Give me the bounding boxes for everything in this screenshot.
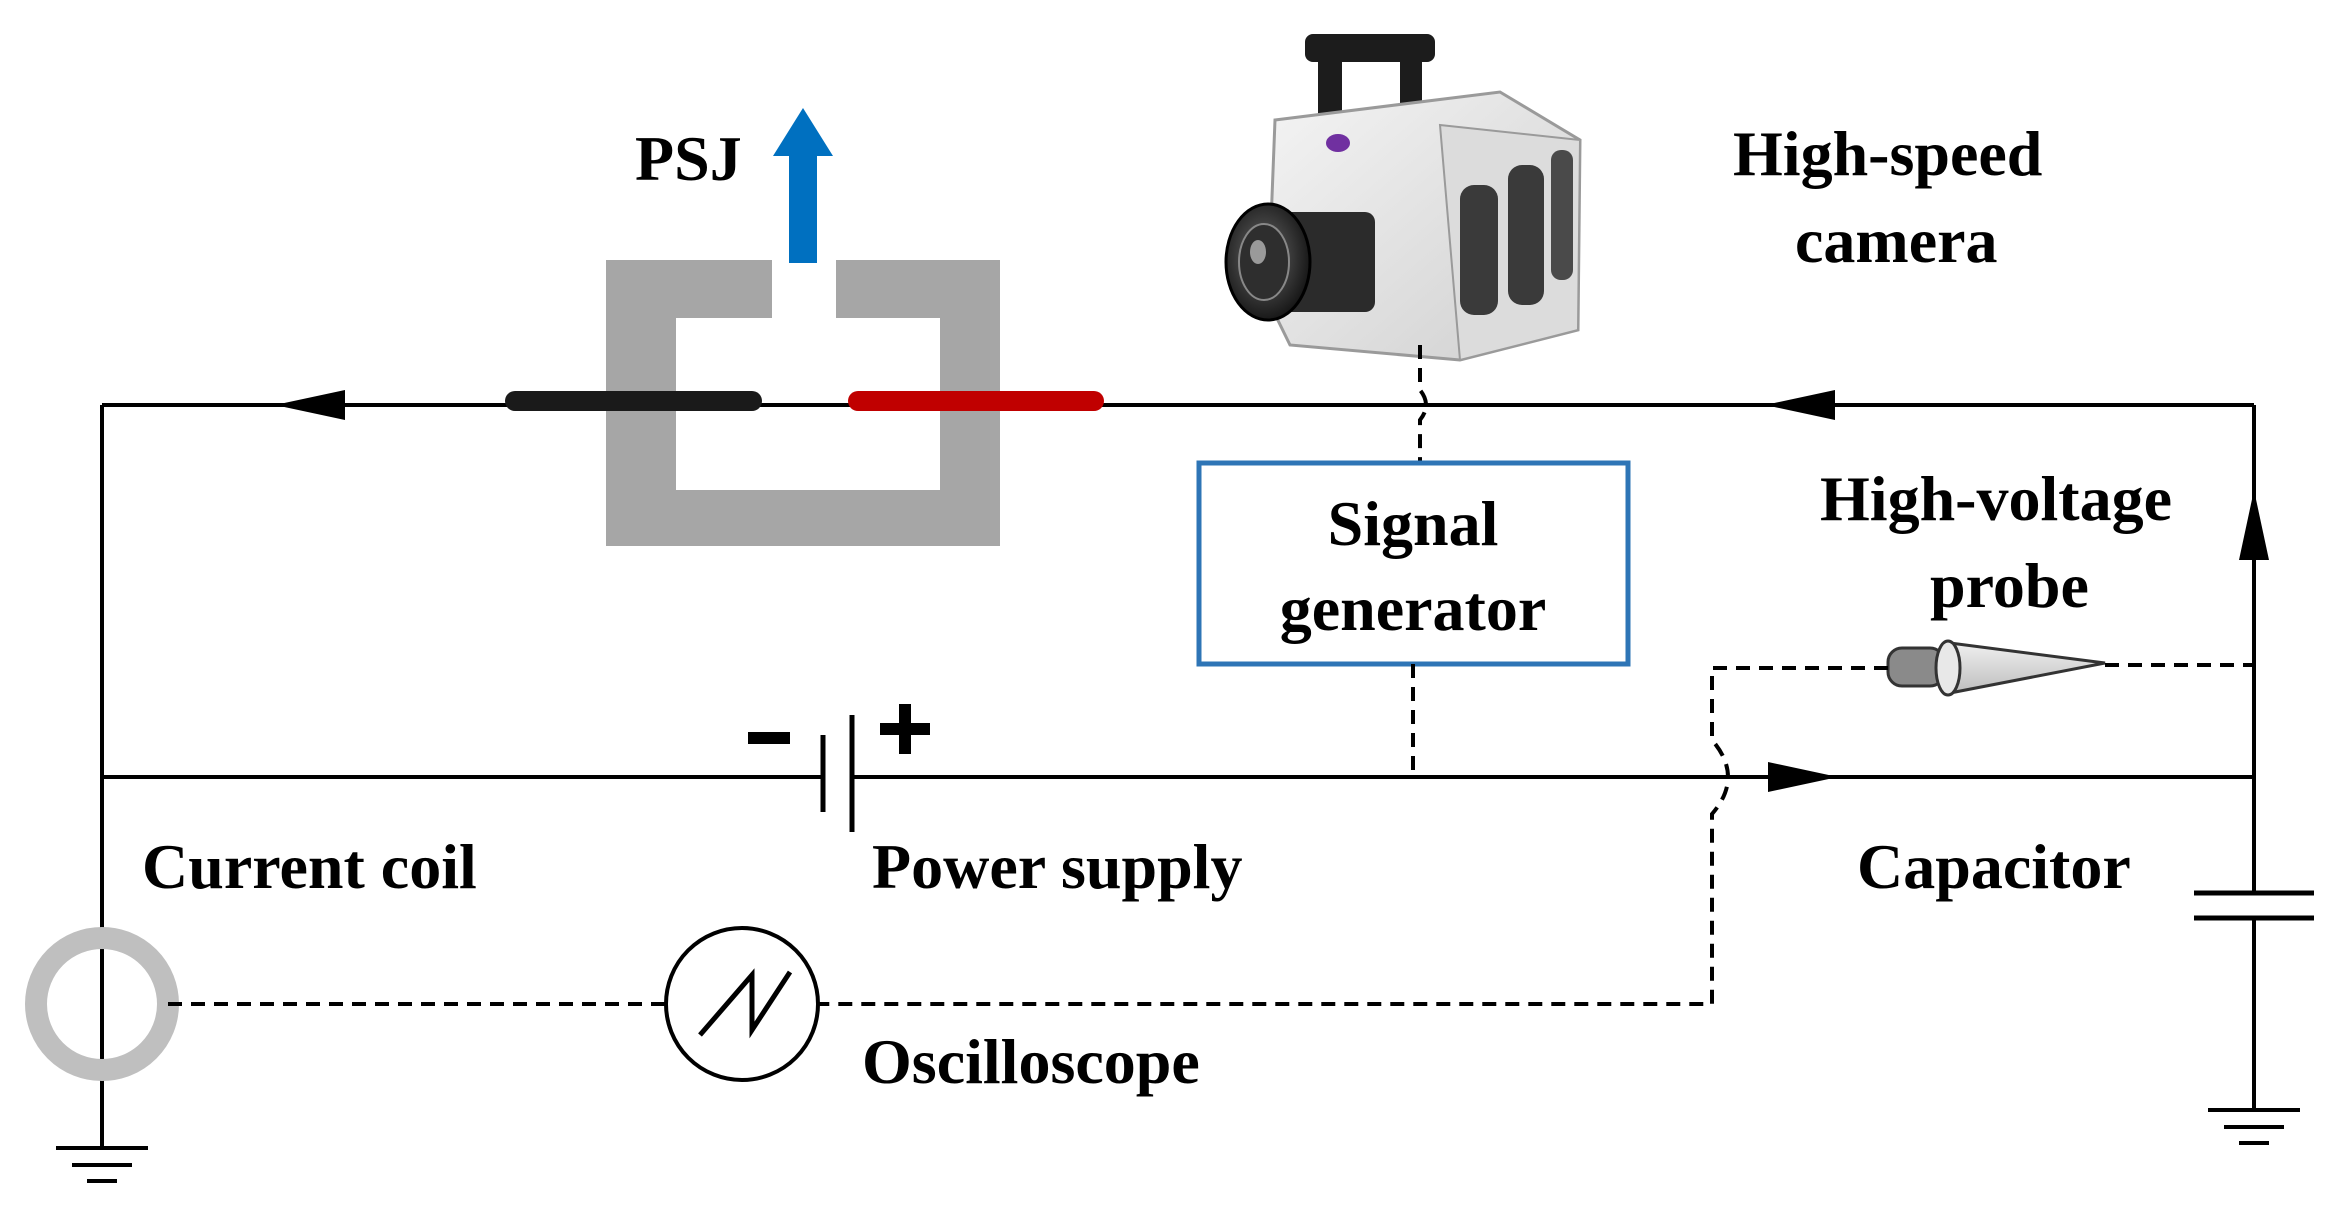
arrow-right-icon [1768, 762, 1838, 792]
psj-label: PSJ [635, 123, 742, 194]
signal-label-line2: generator [1280, 573, 1547, 644]
arrow-left-icon [275, 390, 345, 420]
oscilloscope-label: Oscilloscope [862, 1026, 1200, 1097]
voltage-probe-icon [1886, 639, 2106, 697]
signal-label-line1: Signal [1328, 488, 1499, 559]
probe-to-oscilloscope-link [700, 666, 1888, 1006]
battery-icon [748, 704, 930, 832]
oscilloscope-icon [664, 926, 820, 1082]
probe-label-line2: probe [1930, 550, 2089, 621]
capacitor-label: Capacitor [1857, 831, 2131, 902]
power-supply-label: Power supply [872, 831, 1242, 902]
current-coil-label: Current coil [142, 831, 477, 902]
current-arrows [275, 390, 2269, 792]
capacitor-icon [2194, 890, 2314, 921]
camera-label-line1: High-speed [1733, 118, 2042, 189]
actuator-body [606, 260, 1000, 546]
ground-icon [56, 1146, 148, 1183]
arrow-up-icon [2239, 490, 2269, 560]
jet-arrow-icon [773, 108, 833, 263]
probe-label-line1: High-voltage [1820, 463, 2172, 534]
circuit-wires [100, 403, 2256, 1148]
signal-generator-box [1196, 460, 1631, 667]
ground-icon [2208, 1108, 2300, 1145]
camera-trigger-link [1418, 345, 1428, 463]
psj-actuator [505, 108, 1104, 546]
arrow-left-icon [1765, 390, 1835, 420]
minus-sign [748, 732, 790, 744]
high-speed-camera-icon [1224, 34, 1582, 362]
camera-label-line2: camera [1795, 205, 1998, 276]
